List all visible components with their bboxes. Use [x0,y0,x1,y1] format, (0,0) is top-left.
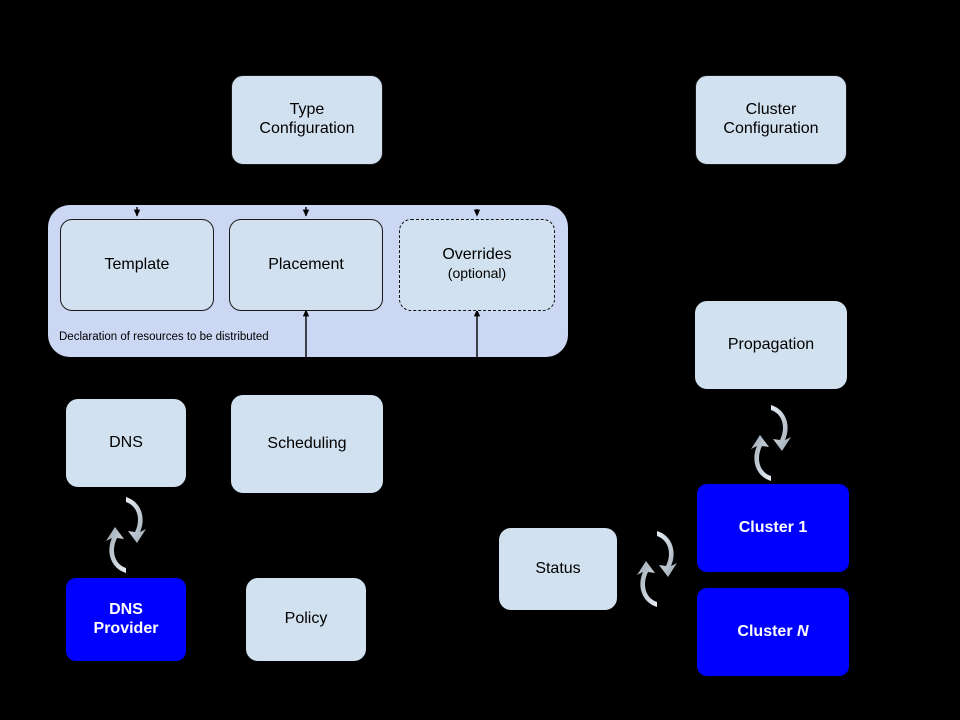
node-policy-label: Policy [284,610,328,628]
line-2: (optional) [447,265,507,281]
cluster-prefix: Cluster [738,518,799,536]
cluster-index: N [797,622,809,640]
node-cluster-configuration[interactable]: Cluster Configuration [695,75,847,165]
node-template[interactable]: Template [60,219,214,311]
sync-icon-propagation-cluster [751,405,791,481]
node-dns-provider[interactable]: DNS Provider [66,578,186,661]
cluster-index: 1 [798,518,808,536]
node-dns[interactable]: DNS [66,399,186,487]
sync-arrow-left [637,561,657,607]
line-1: Overrides [442,246,512,264]
sync-arrow-right [771,405,791,451]
sync-icon-status-cluster [637,531,677,607]
node-cluster-n[interactable]: Cluster N [697,588,849,676]
line-1: Type [289,101,325,119]
node-status[interactable]: Status [499,528,617,610]
node-placement[interactable]: Placement [229,219,383,311]
node-cluster-1[interactable]: Cluster 1 [697,484,849,572]
node-type-configuration-label: Type Configuration [253,101,360,139]
node-dns-label: DNS [109,433,143,451]
line-1: DNS [109,600,143,618]
node-scheduling[interactable]: Scheduling [231,395,383,493]
node-scheduling-label: Scheduling [267,434,347,452]
line-2: Configuration [259,120,355,137]
node-cluster-1-label: Cluster 1 [733,519,813,538]
sync-arrow-left [106,527,126,573]
sync-arrow-left [751,435,771,481]
node-policy[interactable]: Policy [246,578,366,661]
node-overrides-label: Overrides (optional) [436,246,517,284]
node-cluster-n-label: Cluster N [731,623,814,642]
node-dns-provider-label: DNS Provider [88,601,165,639]
node-cluster-configuration-label: Cluster Configuration [717,101,824,139]
node-status-label: Status [535,559,581,577]
line-1: Cluster [745,101,797,119]
node-type-configuration[interactable]: Type Configuration [231,75,383,165]
cluster-prefix: Cluster [737,622,797,640]
node-template-label: Template [104,255,170,273]
sync-arrow-right [126,497,146,543]
node-overrides[interactable]: Overrides (optional) [399,219,555,311]
line-2: Provider [93,619,159,637]
node-propagation-label: Propagation [727,335,815,353]
group-caption: Declaration of resources to be distribut… [59,331,269,343]
node-placement-label: Placement [268,255,344,273]
line-2: Configuration [723,120,819,137]
sync-icon-dns-provider [106,497,146,573]
sync-arrow-right [657,531,677,577]
node-propagation[interactable]: Propagation [695,301,847,389]
